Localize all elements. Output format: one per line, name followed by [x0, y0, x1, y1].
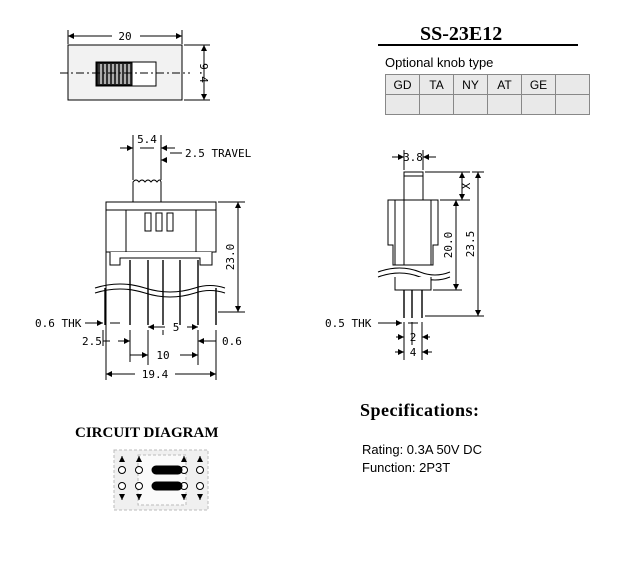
knob-type-table: GD TA NY AT GE	[385, 74, 590, 115]
contact-dot	[196, 466, 204, 474]
contact-dot	[135, 482, 143, 490]
top-height-label: 9.4	[197, 63, 210, 83]
slider-contact	[151, 465, 183, 475]
spec-rating: Rating: 0.3A 50V DC	[362, 442, 482, 457]
front-pitch-label: 5	[173, 321, 180, 334]
title-underline	[378, 44, 578, 46]
side-knob-width-label: 3.8	[403, 151, 423, 164]
front-view	[85, 135, 245, 380]
contact-dot	[135, 466, 143, 474]
front-offset-label: 0.6	[222, 335, 242, 348]
front-body-width-label: 19.4	[142, 368, 169, 381]
side-pin-span-label: 4	[410, 346, 417, 359]
contact-dot	[118, 466, 126, 474]
front-height-label: 23.0	[224, 244, 237, 271]
front-span-label: 10	[156, 349, 169, 362]
contact-dot	[118, 482, 126, 490]
side-x-label: X	[460, 182, 473, 189]
side-body-height-label: 20.0	[442, 232, 455, 259]
knob-empty-cell	[453, 94, 488, 115]
front-thk-label: 0.6 THK	[35, 317, 82, 330]
circuit-diagram	[113, 449, 209, 511]
knob-empty-cell	[385, 94, 420, 115]
knob-type-cell: GE	[521, 74, 556, 95]
side-total-height-label: 23.5	[464, 231, 477, 258]
specifications-title: Specifications:	[360, 400, 480, 420]
slider-contact	[151, 481, 183, 491]
knob-empty-cell	[521, 94, 556, 115]
top-view-knob	[96, 62, 133, 86]
front-travel-label: 2.5 TRAVEL	[185, 147, 252, 160]
part-number-title: SS-23E12	[420, 23, 503, 45]
side-thk-label: 0.5 THK	[325, 317, 372, 330]
knob-empty-cell	[555, 94, 590, 115]
front-knob-width-label: 5.4	[137, 133, 157, 146]
optional-knob-label: Optional knob type	[385, 55, 494, 70]
knob-type-cell: AT	[487, 74, 522, 95]
top-width-label: 20	[118, 30, 131, 43]
front-knob	[132, 179, 162, 202]
circuit-diagram-title: CIRCUIT DIAGRAM	[75, 425, 219, 441]
front-pitch-small-label: 2.5	[82, 335, 102, 348]
knob-type-cell: NY	[453, 74, 488, 95]
side-view	[377, 150, 484, 360]
contact-dot	[196, 482, 204, 490]
side-body	[387, 199, 439, 266]
knob-type-cell: GD	[385, 74, 420, 95]
side-pin-pitch-label: 2	[410, 331, 417, 344]
top-view	[60, 30, 210, 101]
spec-function: Function: 2P3T	[362, 460, 451, 475]
